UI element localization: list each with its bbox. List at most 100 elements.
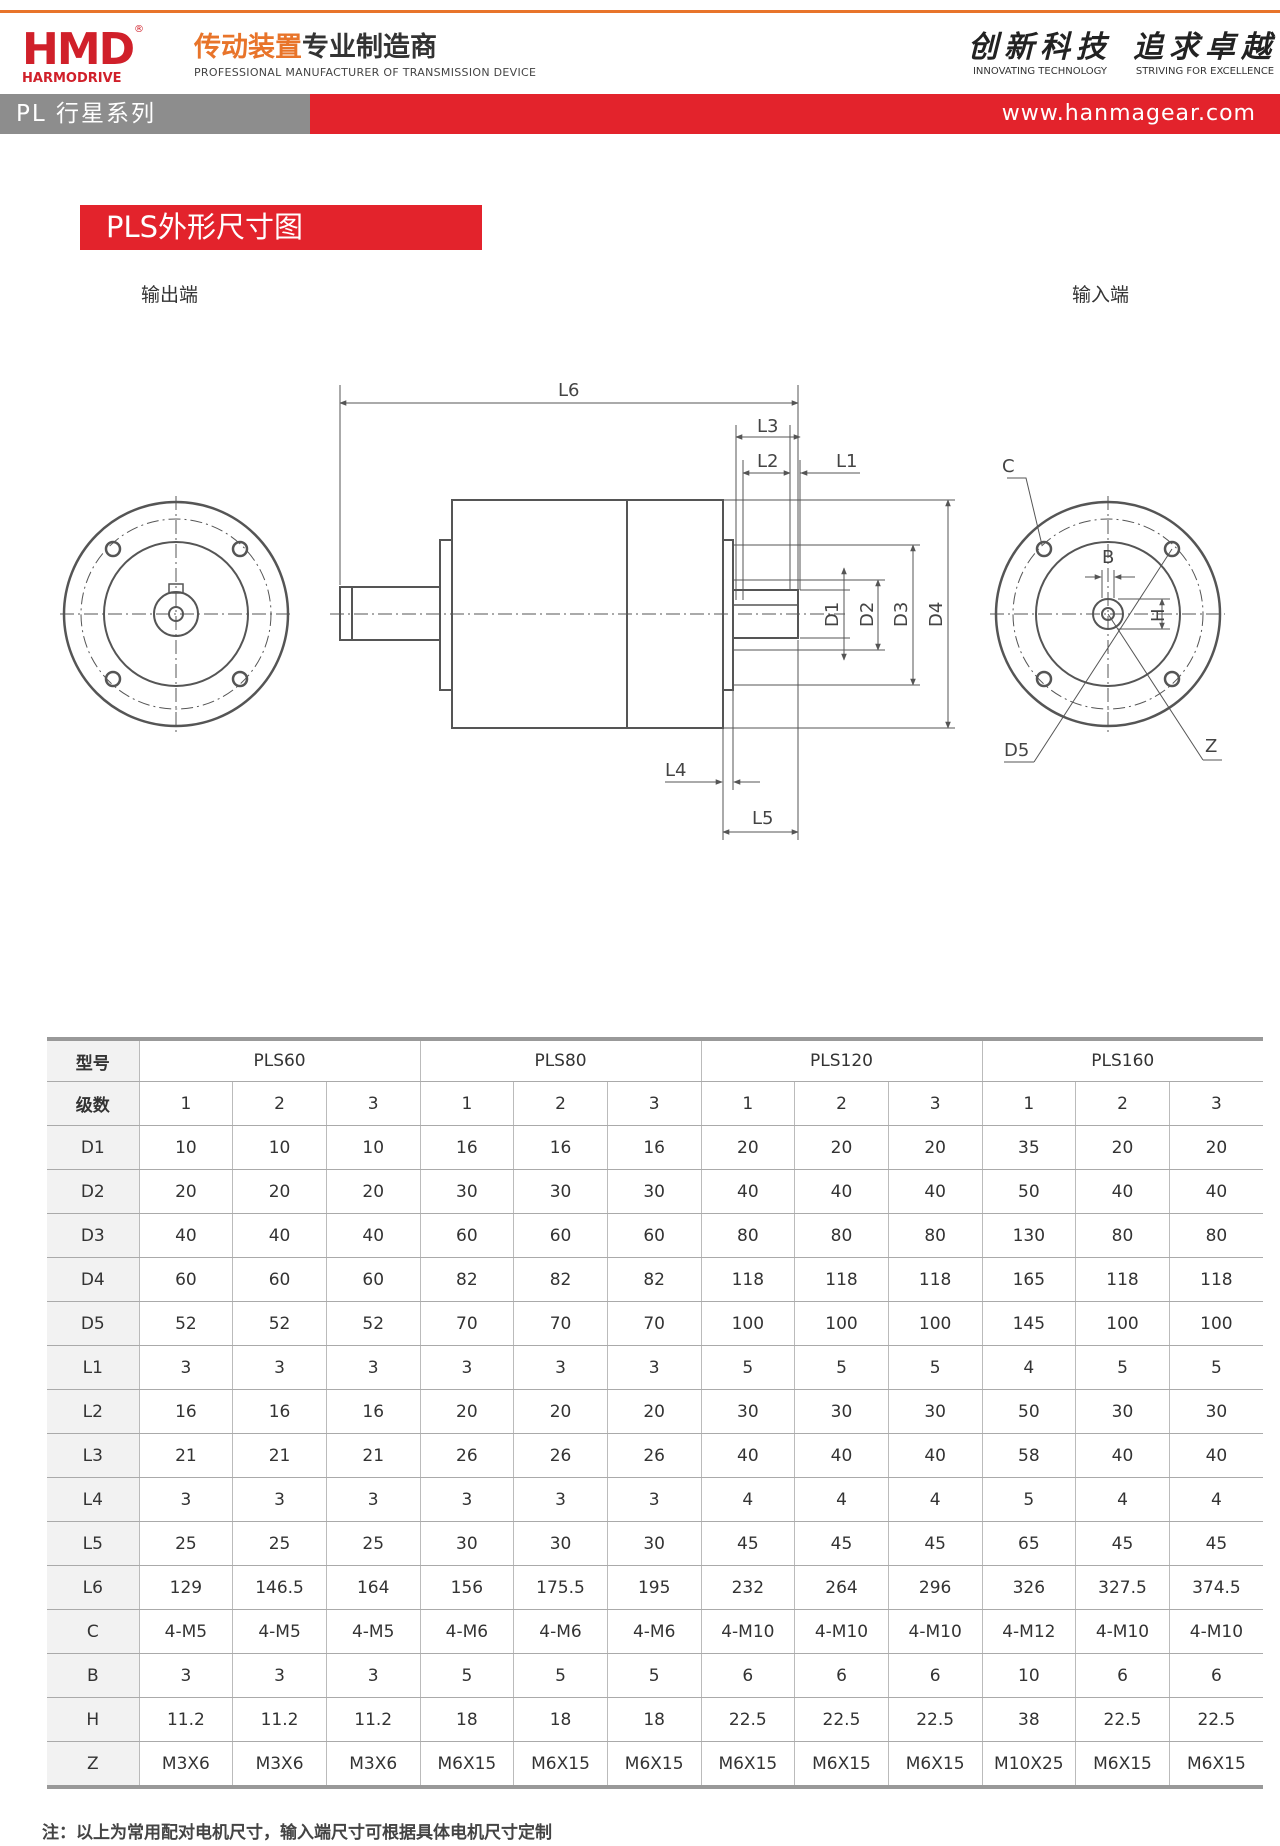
row-header: D3	[47, 1213, 140, 1258]
row-header: H	[47, 1697, 140, 1742]
dim-L2: L2	[757, 451, 778, 472]
table-cell: 40	[794, 1433, 889, 1478]
row-header: Z	[47, 1741, 140, 1789]
company-cn-part1: 传动装置	[194, 32, 302, 63]
table-cell: 50	[982, 1169, 1077, 1214]
stage-cell: 3	[326, 1081, 421, 1126]
row-header: D2	[47, 1169, 140, 1214]
stage-cell: 2	[513, 1081, 608, 1126]
table-cell: 165	[982, 1257, 1077, 1302]
model-cell: PLS60	[139, 1037, 421, 1082]
table-cell: 3	[139, 1477, 234, 1522]
table-cell: 164	[326, 1565, 421, 1610]
output-end-view	[60, 496, 292, 732]
table-cell: 30	[794, 1389, 889, 1434]
output-end-label: 输出端	[141, 284, 199, 306]
table-cell: 100	[1169, 1301, 1263, 1346]
table-cell: 16	[139, 1389, 234, 1434]
dim-C: C	[1002, 456, 1015, 477]
row-header: L6	[47, 1565, 140, 1610]
table-cell: 25	[139, 1521, 234, 1566]
table-cell: 326	[982, 1565, 1077, 1610]
table-cell: 3	[420, 1345, 515, 1390]
table-cell: 80	[1075, 1213, 1170, 1258]
dim-D1: D1	[822, 602, 843, 627]
table-cell: 4-M10	[1075, 1609, 1170, 1654]
table-cell: 60	[513, 1213, 608, 1258]
dim-L5: L5	[752, 808, 773, 829]
table-cell: M6X15	[888, 1741, 983, 1789]
model-cell: PLS80	[420, 1037, 702, 1082]
table-cell: 18	[607, 1697, 702, 1742]
table-cell: 3	[420, 1477, 515, 1522]
table-cell: 45	[794, 1521, 889, 1566]
table-cell: 5	[701, 1345, 796, 1390]
table-cell: 4-M5	[232, 1609, 327, 1654]
table-cell: 3	[139, 1653, 234, 1698]
table-cell: 30	[888, 1389, 983, 1434]
table-cell: 4	[1169, 1477, 1263, 1522]
table-cell: 80	[794, 1213, 889, 1258]
dimension-table: 型号 PLS60 PLS80 PLS120 PLS160 级数 1 2 3 1 …	[47, 1037, 1263, 1789]
table-cell: 3	[326, 1477, 421, 1522]
stage-row: 级数 1 2 3 1 2 3 1 2 3 1 2 3	[47, 1081, 1263, 1126]
table-cell: 30	[1169, 1389, 1263, 1434]
slogan1-cn: 创新科技	[968, 30, 1112, 65]
table-cell: 40	[139, 1213, 234, 1258]
table-cell: M6X15	[794, 1741, 889, 1789]
table-cell: 5	[982, 1477, 1077, 1522]
table-cell: 26	[607, 1433, 702, 1478]
table-cell: 52	[139, 1301, 234, 1346]
table-cell: 130	[982, 1213, 1077, 1258]
table-cell: 82	[607, 1257, 702, 1302]
table-cell: 327.5	[1075, 1565, 1170, 1610]
table-cell: 3	[513, 1345, 608, 1390]
table-cell: 296	[888, 1565, 983, 1610]
stage-cell: 3	[1169, 1081, 1263, 1126]
table-cell: 3	[232, 1653, 327, 1698]
table-cell: 52	[326, 1301, 421, 1346]
table-cell: M3X6	[326, 1741, 421, 1789]
table-cell: 3	[513, 1477, 608, 1522]
dim-B: B	[1102, 547, 1114, 568]
table-cell: 146.5	[232, 1565, 327, 1610]
table-cell: 60	[420, 1213, 515, 1258]
stage-cell: 1	[701, 1081, 796, 1126]
series-label: PL 行星系列	[16, 101, 156, 127]
table-cell: 40	[232, 1213, 327, 1258]
table-cell: M6X15	[1169, 1741, 1263, 1789]
table-cell: 4-M12	[982, 1609, 1077, 1654]
table-cell: 80	[701, 1213, 796, 1258]
table-cell: 20	[326, 1169, 421, 1214]
table-cell: 20	[232, 1169, 327, 1214]
dim-D3: D3	[891, 602, 912, 627]
table-cell: 6	[1169, 1653, 1263, 1698]
table-cell: 16	[420, 1125, 515, 1170]
table-cell: 195	[607, 1565, 702, 1610]
table-cell: 16	[232, 1389, 327, 1434]
table-cell: 26	[513, 1433, 608, 1478]
dim-Z: Z	[1205, 736, 1217, 757]
row-header: D4	[47, 1257, 140, 1302]
row-header: D5	[47, 1301, 140, 1346]
table-cell: 3	[326, 1653, 421, 1698]
table-cell: 70	[607, 1301, 702, 1346]
stage-cell: 3	[607, 1081, 702, 1126]
table-cell: 11.2	[326, 1697, 421, 1742]
table-cell: 100	[888, 1301, 983, 1346]
table-cell: 40	[888, 1433, 983, 1478]
table-cell: 118	[1169, 1257, 1263, 1302]
table-cell: 264	[794, 1565, 889, 1610]
table-cell: 4	[888, 1477, 983, 1522]
dim-L1: L1	[836, 451, 857, 472]
stage-cell: 3	[888, 1081, 983, 1126]
table-cell: 26	[420, 1433, 515, 1478]
row-header: B	[47, 1653, 140, 1698]
